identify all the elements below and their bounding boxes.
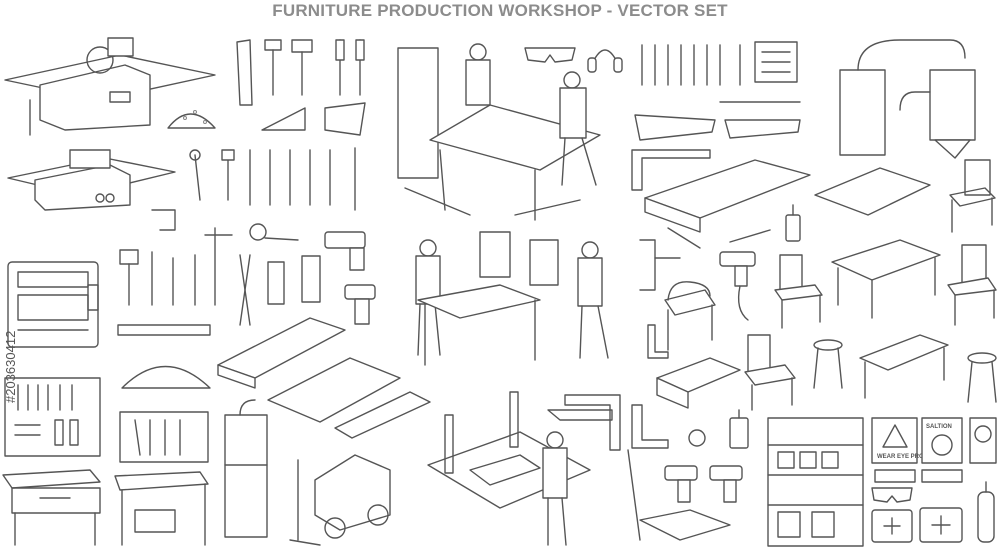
safety-signs-icon: WEAR EYE PROTECTION SALTION [871, 417, 997, 483]
clamp-icon [151, 209, 176, 231]
band-saw-workers-scene [397, 43, 601, 221]
sawdust-pile-icon [167, 110, 216, 129]
sawdust-pile-2-icon [121, 365, 211, 389]
sign-wear-eye-text: WEAR EYE PROTECTION [877, 454, 950, 460]
armchair-icon [664, 281, 716, 351]
first-aid-kits-icon [871, 507, 963, 543]
cnc-router-scene [427, 391, 591, 546]
carpenter-square-icon [631, 404, 669, 449]
hand-saw-icon [236, 39, 253, 106]
side-chair-icon [744, 334, 796, 411]
stock-id-watermark: #203630412 [3, 331, 18, 403]
ear-muffs-icon [587, 49, 623, 73]
plank-stack-icon [656, 357, 741, 409]
page-title: FURNITURE PRODUCTION WORKSHOP - VECTOR S… [272, 1, 728, 20]
sign-caution-text: SALTION [926, 424, 952, 430]
mallets-and-chisels-icon [119, 249, 196, 306]
drill-and-screwdriver-icon [667, 227, 771, 321]
square-ruler-icon [261, 102, 366, 136]
dining-chairs-icon [774, 244, 997, 329]
planer-machine-icon [7, 261, 99, 348]
cordless-drill-icon [324, 231, 376, 325]
pallet-jack-icon [627, 449, 731, 541]
wrenches-icon [189, 147, 356, 211]
ruler-bar-icon [117, 324, 211, 336]
try-square-icon [631, 149, 711, 191]
tape-measure-icon [249, 223, 299, 241]
screwdrivers-icon [335, 39, 365, 96]
chair-assembly-scene [415, 231, 609, 366]
wood-planks-icon [217, 317, 431, 439]
corner-squares-icon [547, 394, 621, 451]
glue-bottle-icon [785, 204, 801, 242]
dust-extractor-icon [224, 399, 268, 538]
wrench-board-icon [641, 41, 798, 86]
table-icon [831, 239, 941, 319]
goggles-icon [871, 487, 913, 503]
l-bracket-icon [647, 324, 669, 359]
hammers-icon [264, 39, 313, 96]
table-saw-icon [4, 37, 216, 136]
stool-icon [813, 339, 997, 403]
tape-and-glue-icon [688, 409, 749, 449]
stock-id-text: #203630412 [3, 331, 18, 403]
pliers-icon [239, 254, 321, 326]
panel-saw-icon [7, 149, 176, 211]
storage-shelf-icon [767, 417, 864, 547]
bench-icon [859, 334, 949, 399]
calipers-icon [204, 227, 233, 306]
tool-panel-icon [119, 411, 209, 463]
fire-extinguisher-icon [977, 481, 995, 543]
hand-saws-icon [634, 101, 801, 141]
tool-pegboard-icon [4, 377, 101, 457]
chair-icon [949, 159, 996, 233]
lumber-stack-icon [644, 159, 931, 233]
small-table-icon [114, 471, 209, 546]
cordless-drills-icon [664, 465, 743, 503]
safety-goggles-icon [524, 47, 576, 63]
forklift-icon [289, 454, 391, 546]
f-clamp-icon [639, 239, 681, 291]
workbench-icon [2, 469, 101, 546]
dust-collector-icon [839, 39, 976, 159]
